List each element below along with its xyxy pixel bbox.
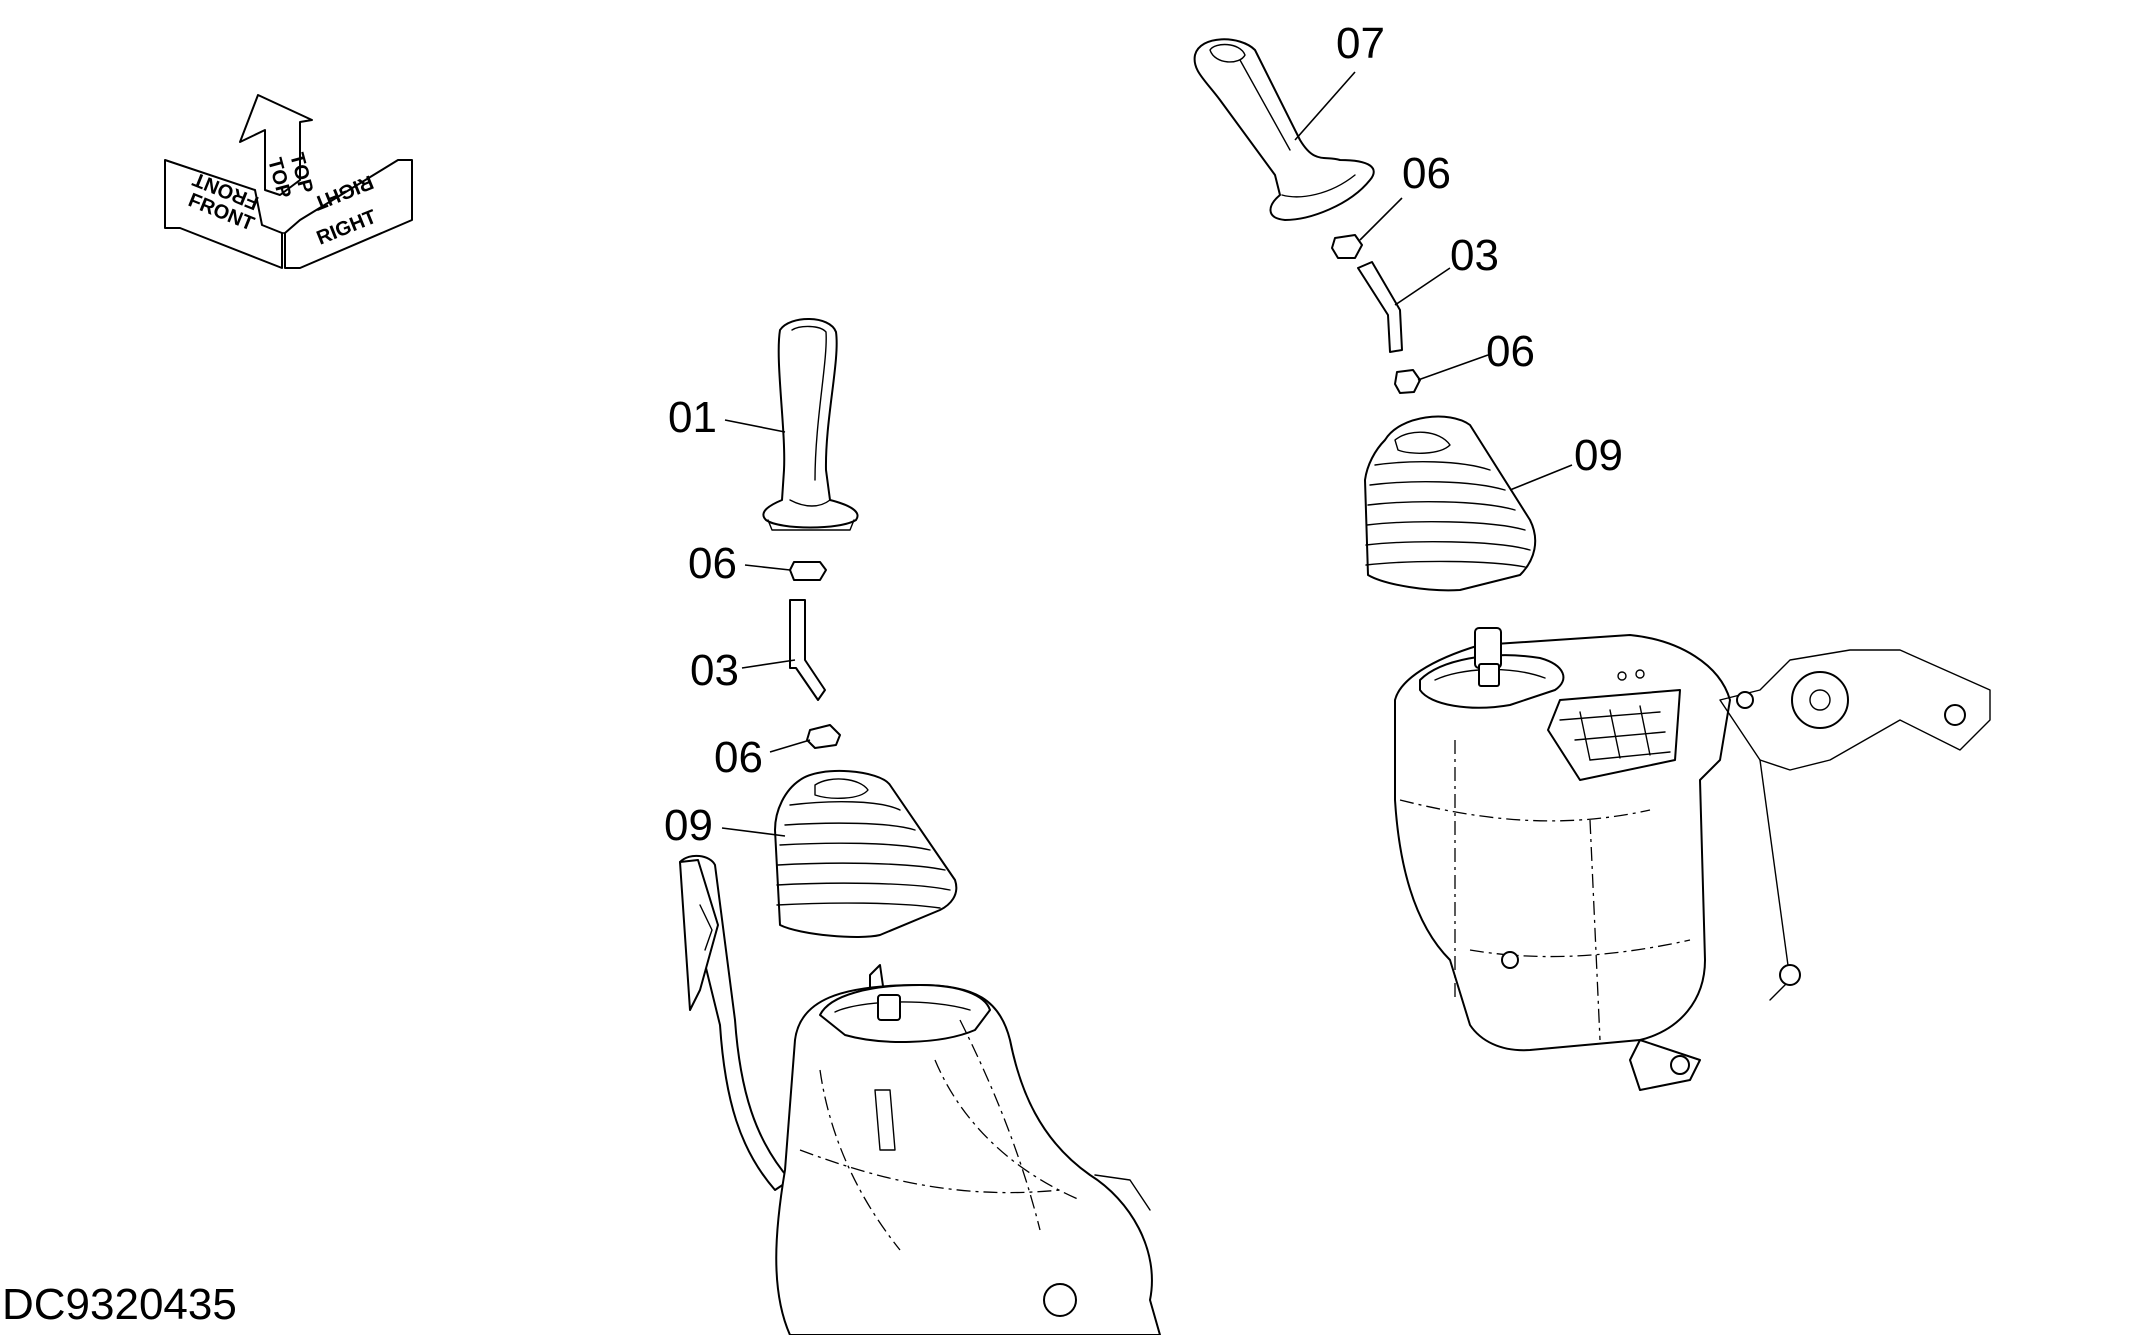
right-rod-part (1357, 261, 1403, 353)
left-grip-part (762, 318, 859, 531)
right-assembly (1193, 38, 1991, 1091)
right-nut-lower-part (1394, 369, 1421, 394)
orientation-indicator: FRONT FRONT TOP TOP RIGHT RIGHT (164, 94, 413, 269)
left-assembly (679, 318, 1161, 1335)
left-nut-lower-part (806, 724, 841, 749)
right-boot-part (1364, 415, 1537, 592)
right-grip-part (1193, 38, 1375, 221)
callouts-left: 01 06 03 06 09 (664, 393, 811, 850)
left-rod-part (789, 599, 826, 701)
callout-right-nut-lower: 06 (1486, 327, 1535, 376)
document-id: DC9320435 (2, 1280, 237, 1329)
callout-left-nut-lower: 06 (714, 733, 763, 782)
left-boot-part (774, 770, 958, 938)
callout-left-grip: 01 (668, 393, 717, 442)
callout-right-grip: 07 (1336, 19, 1385, 68)
callout-left-boot: 09 (664, 801, 713, 850)
callout-right-rod: 03 (1450, 231, 1499, 280)
callout-right-nut-upper: 06 (1402, 149, 1451, 198)
right-nut-upper-part (1331, 234, 1363, 259)
right-console-part (1394, 627, 1991, 1091)
left-console-part (679, 854, 1161, 1335)
left-nut-upper-part (789, 561, 827, 581)
callout-left-rod: 03 (690, 646, 739, 695)
callouts-right: 07 06 03 06 09 (1294, 19, 1623, 491)
callout-right-boot: 09 (1574, 431, 1623, 480)
callout-left-nut-upper: 06 (688, 539, 737, 588)
